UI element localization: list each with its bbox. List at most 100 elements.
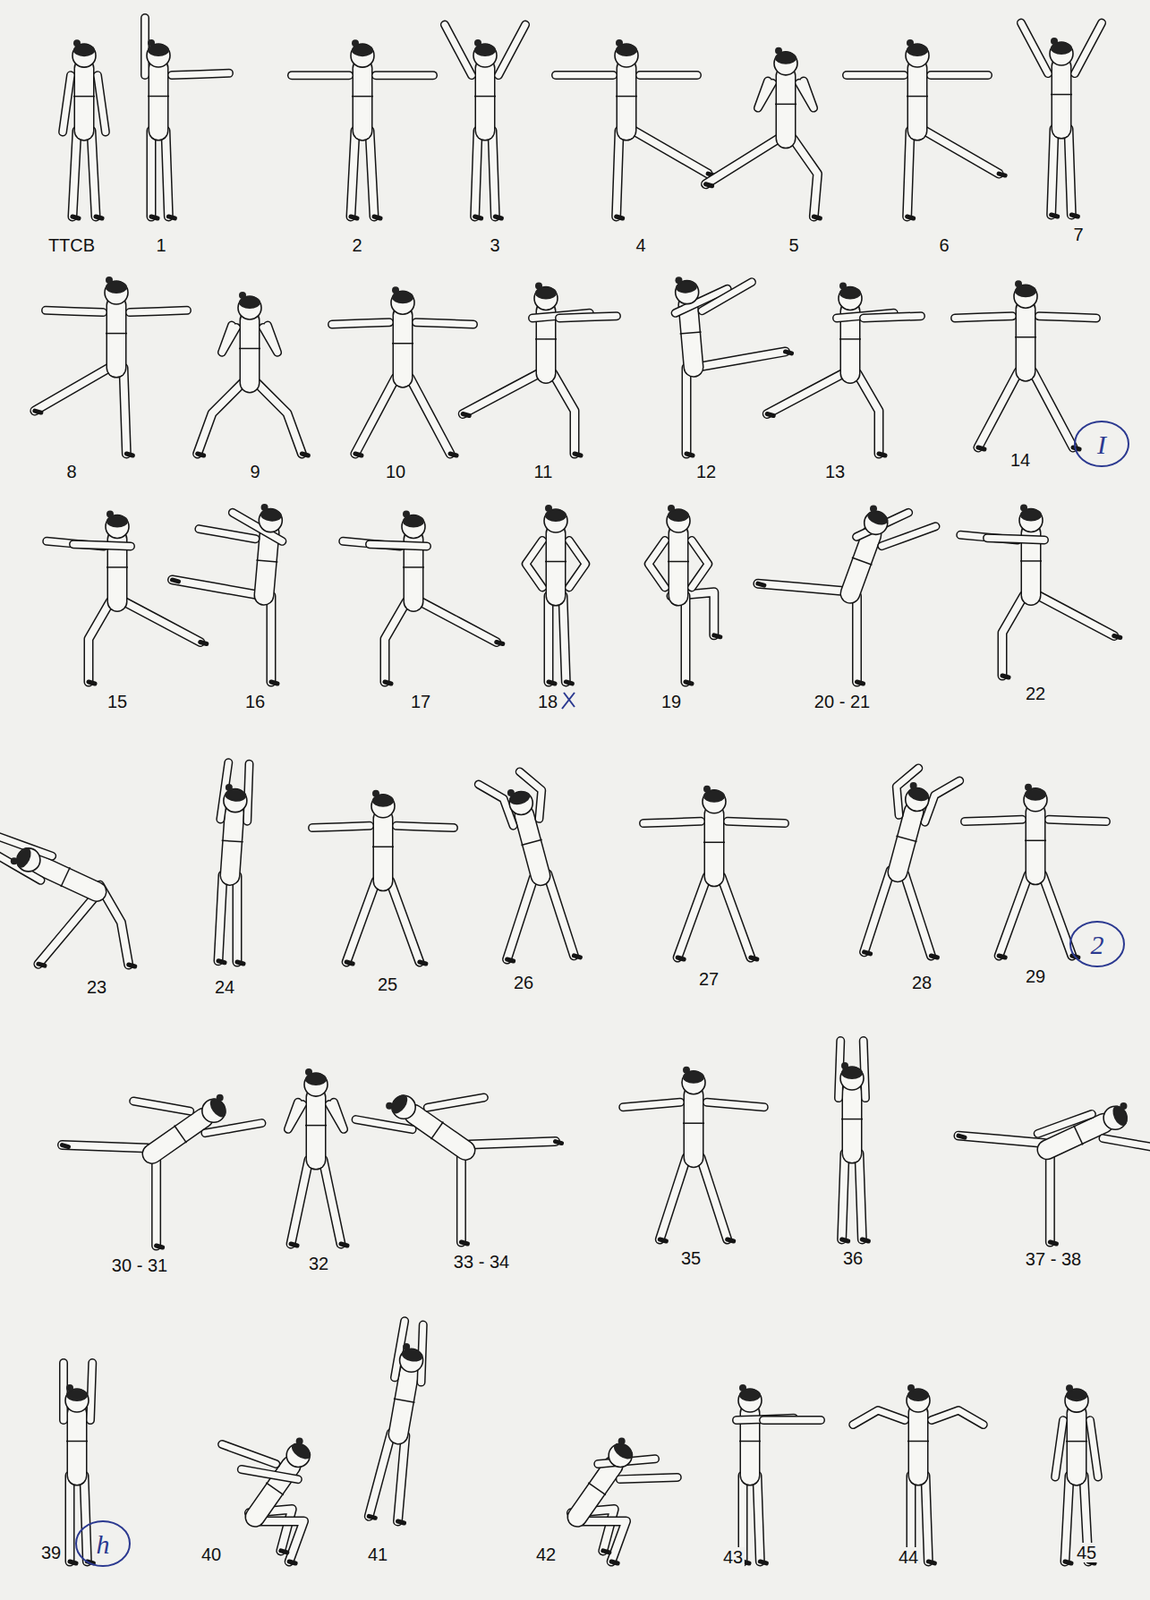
limb-fill: [1002, 595, 1024, 676]
limb-fill: [507, 877, 535, 960]
pose-number: 33 - 34: [451, 1252, 512, 1272]
hair-bun: [351, 39, 359, 47]
limb-fill: [355, 377, 396, 454]
limb-fill: [909, 1413, 928, 1476]
limb-outline: [72, 130, 77, 217]
limb-outline: [291, 70, 350, 80]
limb-outline: [218, 875, 223, 962]
foot: [151, 216, 158, 219]
foot: [350, 216, 358, 219]
belt-line: [1024, 840, 1047, 843]
limb-outline: [414, 1114, 466, 1150]
limb-fill: [639, 72, 698, 79]
hair-bun: [402, 1343, 410, 1351]
limb-outline: [998, 875, 1029, 956]
limb-outline: [390, 881, 420, 963]
limb-fill: [616, 130, 620, 217]
ink-circle: [76, 1521, 130, 1567]
limb-outline: [799, 81, 814, 109]
foot: [200, 641, 207, 644]
limb-fill: [107, 305, 126, 368]
limb-fill: [353, 68, 372, 131]
limb-outline: [350, 130, 356, 217]
foot: [197, 453, 205, 456]
foot: [573, 955, 580, 958]
limb-outline: [987, 537, 1045, 540]
hair-bun: [839, 281, 847, 290]
foot: [368, 1516, 375, 1518]
gymnast-figure: [0, 836, 136, 967]
belt-line: [906, 95, 929, 98]
gymnast-figure: [736, 1384, 821, 1564]
belt-line: [221, 840, 244, 843]
belt-line: [1065, 1440, 1088, 1443]
limb-fill: [152, 1117, 204, 1154]
limb-fill: [1026, 812, 1045, 876]
gymnast-figure: [864, 767, 961, 958]
hair-bun: [296, 1437, 304, 1445]
handwritten-mark: I: [1095, 429, 1108, 460]
head: [146, 43, 171, 68]
limb-fill: [171, 73, 230, 76]
belt-line: [615, 95, 638, 98]
foot: [462, 413, 469, 416]
limb-outline: [864, 870, 892, 953]
limb-outline: [469, 1141, 556, 1145]
foot: [460, 1242, 468, 1244]
hair-bun: [261, 503, 269, 512]
head: [72, 43, 96, 68]
limb-outline: [643, 821, 701, 824]
limb-fill: [218, 875, 223, 962]
limb-fill: [356, 1119, 413, 1130]
limb-outline: [74, 68, 95, 131]
limb-outline: [659, 1158, 687, 1240]
limb-fill: [555, 72, 614, 79]
limb-outline: [264, 533, 270, 597]
limb-outline: [198, 528, 256, 539]
belt-line: [238, 348, 261, 350]
limb-outline: [165, 130, 169, 217]
limb-fill: [925, 781, 961, 823]
foot: [727, 1239, 734, 1242]
limb-fill: [61, 1145, 148, 1149]
head: [702, 790, 726, 814]
limb-fill: [547, 874, 575, 956]
pose-number: 8: [64, 461, 78, 482]
foot: [659, 1239, 666, 1242]
limb-outline: [1068, 128, 1072, 215]
hair-bun: [910, 782, 918, 790]
limb-fill: [346, 881, 376, 963]
limb-outline: [398, 1372, 409, 1435]
foot: [69, 1561, 77, 1564]
pose-number: 22: [1023, 683, 1048, 704]
belt-line: [431, 1122, 444, 1141]
limb-fill: [684, 1095, 703, 1159]
gymnast-figure: [954, 280, 1097, 450]
limb-fill: [197, 383, 243, 454]
head: [401, 514, 426, 538]
gymnast-figure: [960, 503, 1121, 678]
limb-fill: [546, 533, 565, 597]
foot: [156, 1245, 163, 1248]
limb-outline: [897, 811, 914, 873]
limb-fill: [881, 526, 936, 546]
limb-fill: [677, 877, 708, 958]
hair-bun: [667, 504, 675, 512]
belt-line: [545, 561, 567, 563]
limb-fill: [476, 68, 495, 131]
limb-outline: [1074, 23, 1102, 75]
foot: [475, 216, 482, 219]
gymnast-figure: [171, 503, 282, 684]
limb-fill: [88, 601, 111, 682]
limb-fill: [838, 1040, 841, 1099]
hair-bun: [372, 790, 380, 798]
foot: [34, 410, 42, 413]
pose-number: 19: [659, 691, 683, 712]
limb-fill: [38, 898, 94, 965]
limb-outline: [1090, 1420, 1099, 1477]
limb-outline: [544, 596, 554, 682]
limb-fill: [147, 130, 155, 217]
limb-fill: [427, 1097, 485, 1108]
limb-outline: [857, 373, 879, 454]
